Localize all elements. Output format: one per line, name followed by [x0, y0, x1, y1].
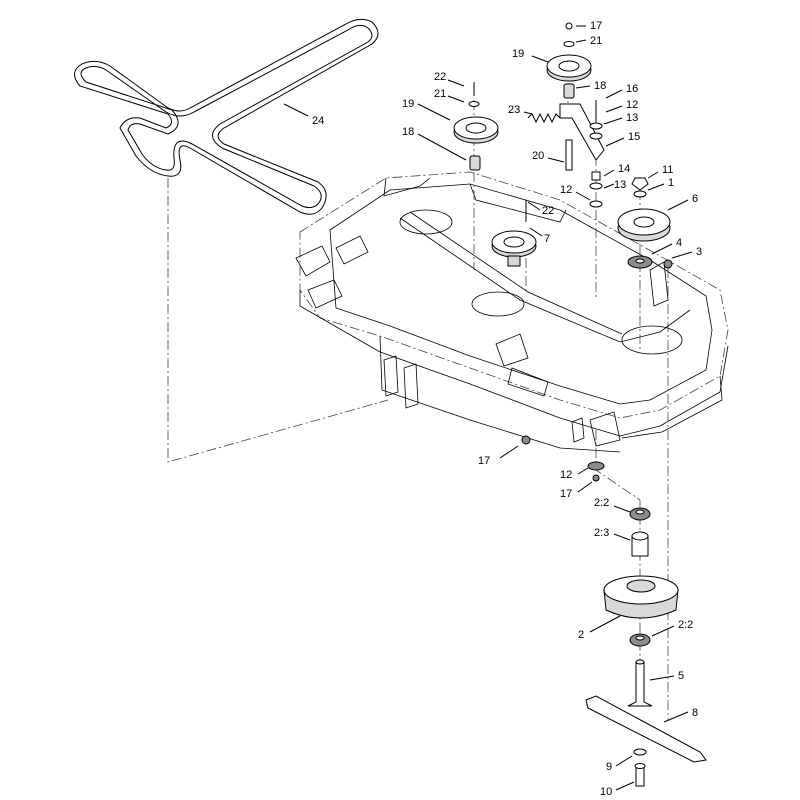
callout-21: 21: [590, 35, 602, 47]
callout-22: 22: [434, 71, 446, 83]
callout-20: 20: [532, 150, 544, 162]
callout-24: 24: [312, 115, 324, 127]
callout-13: 13: [626, 112, 638, 124]
callout-15: 15: [628, 131, 640, 143]
callout-5: 5: [678, 670, 684, 682]
idler-pulley-center: [491, 200, 537, 267]
callout-7: 7: [544, 233, 550, 245]
callout-18: 18: [402, 126, 414, 138]
callout-17: 17: [560, 488, 572, 500]
callout-12: 12: [626, 99, 638, 111]
assembly-centerlines: [167, 70, 669, 720]
mower-deck: [295, 171, 729, 453]
callout-labels: 24 22 21 19 18 17 21 19 18 16 12 13 15 2…: [312, 20, 702, 798]
idler-arm-assembly: [527, 100, 605, 208]
callout-19: 19: [402, 98, 414, 110]
callout-17: 17: [478, 455, 490, 467]
callout-6: 6: [692, 193, 698, 205]
spindle-pulley: [617, 177, 673, 269]
callout-12: 12: [560, 469, 572, 481]
callout-2: 2: [578, 629, 584, 641]
mower-blade: [585, 695, 707, 787]
callout-1: 1: [668, 177, 674, 189]
idler-pulley-top: [546, 22, 592, 99]
callout-17: 17: [590, 20, 602, 32]
callout-9: 9: [606, 761, 612, 773]
callout-12: 12: [560, 184, 572, 196]
spindle-assembly: [521, 435, 679, 707]
callout-18: 18: [594, 80, 606, 92]
callout-11: 11: [662, 164, 673, 176]
callout-8: 8: [692, 707, 698, 719]
drive-belt: [74, 18, 379, 215]
callout-21: 21: [434, 88, 446, 100]
idler-pulley-left: [453, 82, 499, 171]
callout-2-2: 2:2: [678, 619, 693, 631]
callout-2-3: 2:3: [594, 527, 609, 539]
callout-13: 13: [614, 179, 626, 191]
callout-10: 10: [600, 786, 612, 798]
callout-14: 14: [618, 163, 630, 175]
callout-16: 16: [626, 83, 638, 95]
callout-3: 3: [696, 246, 702, 258]
callout-leaders: [283, 25, 693, 791]
callout-23: 23: [508, 104, 520, 116]
callout-4: 4: [676, 237, 682, 249]
callout-19: 19: [512, 48, 524, 60]
callout-22: 22: [542, 205, 554, 217]
callout-2-2: 2:2: [594, 497, 609, 509]
